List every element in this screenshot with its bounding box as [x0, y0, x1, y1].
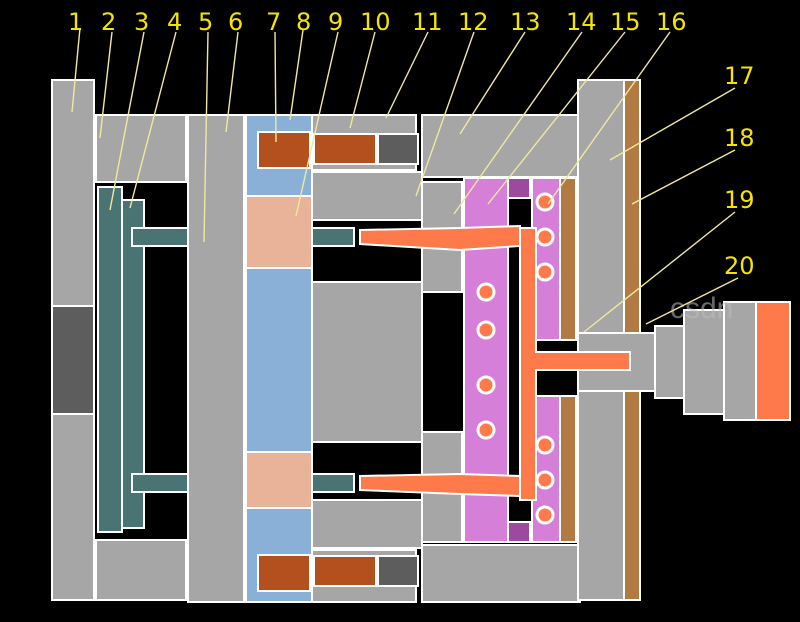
heater-coil	[535, 192, 555, 212]
ejector-retainer-plate	[97, 186, 123, 533]
melt-branch-top	[359, 224, 521, 252]
callout-9: 9	[328, 8, 343, 36]
cavity-plate-top-2	[311, 171, 423, 221]
leader-line-11	[385, 31, 429, 119]
heater-coil	[535, 470, 555, 490]
callout-6: 6	[228, 8, 243, 36]
leader-lines	[71, 27, 739, 333]
stripper-insert-bottom	[245, 451, 313, 509]
ejector-plate	[121, 199, 145, 529]
melt-branch-bottom	[359, 472, 521, 498]
leader-line-16	[547, 31, 671, 205]
callout-15: 15	[610, 8, 641, 36]
mold-assembly	[51, 79, 791, 603]
locating-ring	[654, 325, 686, 399]
callout-11: 11	[412, 8, 443, 36]
bolt-top	[257, 131, 311, 169]
callout-1: 1	[68, 8, 83, 36]
leader-line-13	[459, 31, 526, 135]
bolt-top-2	[313, 133, 377, 165]
leader-line-18	[631, 149, 736, 205]
core-insert-mid	[245, 267, 313, 454]
leader-line-9	[295, 31, 339, 217]
stripper-insert-top	[245, 195, 313, 269]
cavity-plate-bottom-2	[311, 499, 423, 549]
insulation-plate-top	[559, 177, 577, 341]
insulation-plate-bottom	[559, 395, 577, 543]
bolt-bottom	[257, 554, 311, 592]
heater-coil	[535, 262, 555, 282]
heater-coil	[476, 320, 496, 340]
leader-line-19	[583, 211, 736, 333]
manifold-plate-bottom	[421, 544, 581, 603]
watermark: csdn	[670, 292, 733, 325]
callout-12: 12	[458, 8, 489, 36]
injection-nozzle	[755, 301, 791, 421]
callout-18: 18	[724, 124, 755, 152]
bolt-bottom-2	[313, 555, 377, 587]
leader-line-2	[99, 31, 113, 139]
callout-20: 20	[724, 252, 755, 280]
melt-channels	[359, 224, 631, 501]
leader-line-3	[109, 31, 145, 211]
leader-line-17	[609, 87, 736, 161]
callout-5: 5	[198, 8, 213, 36]
spacer-block-bottom	[95, 539, 187, 601]
callout-8: 8	[296, 8, 311, 36]
callout-10: 10	[360, 8, 391, 36]
leader-line-5	[203, 31, 209, 243]
manifold-gap-bottom	[507, 521, 531, 543]
heater-coil	[535, 227, 555, 247]
callout-17: 17	[724, 62, 755, 90]
heater-coil	[535, 505, 555, 525]
leader-line-8	[289, 29, 304, 121]
core-block	[311, 281, 423, 443]
callout-numbers: 1 2 3 4 5 6 7 8 9 10 11 12 13 14 15 16 1…	[68, 8, 755, 280]
nozzle-tip-dark	[723, 301, 757, 421]
callout-16: 16	[656, 8, 687, 36]
bolt-head-bottom	[377, 555, 419, 587]
callout-4: 4	[167, 8, 182, 36]
callout-7: 7	[266, 8, 281, 36]
heater-coil	[476, 420, 496, 440]
heater-coils	[476, 192, 555, 525]
heater-coil	[476, 282, 496, 302]
heater-coil	[535, 435, 555, 455]
support-plate	[187, 114, 245, 603]
leader-line-10	[349, 31, 376, 129]
callout-14: 14	[566, 8, 597, 36]
callout-2: 2	[101, 8, 116, 36]
spacer-block-top	[95, 114, 187, 183]
leader-line-14	[453, 31, 583, 215]
leader-line-7	[274, 31, 277, 143]
manifold-gap-top	[507, 177, 531, 199]
callout-13: 13	[510, 8, 541, 36]
leader-line-15	[487, 31, 626, 205]
leader-line-1	[71, 27, 81, 113]
heater-coil	[476, 375, 496, 395]
leader-line-4	[129, 31, 177, 209]
leader-line-12	[415, 31, 475, 197]
clamp-plate-left-bore	[51, 305, 95, 415]
leader-line-6	[225, 31, 239, 133]
bolt-head-top	[377, 133, 419, 165]
callout-19: 19	[724, 186, 755, 214]
callout-3: 3	[134, 8, 149, 36]
leader-line-20	[645, 277, 739, 325]
nozzle-body	[683, 309, 725, 415]
